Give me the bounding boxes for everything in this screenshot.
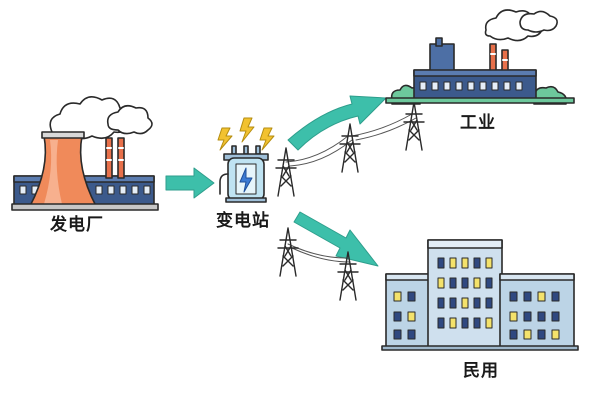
industry-factory [385, 9, 575, 105]
label-substation: 变电站 [216, 211, 270, 231]
label-power-plant: 发电厂 [50, 215, 104, 235]
pylon-icon [277, 227, 299, 277]
substation [217, 117, 275, 203]
label-residential: 民用 [463, 361, 499, 381]
pylon-icon [403, 101, 425, 151]
cloud-icon [49, 96, 153, 140]
label-industry: 工业 [460, 113, 496, 133]
pylon-icon [337, 251, 359, 301]
pylon-icon [339, 123, 361, 173]
arrow-icon [165, 95, 387, 267]
cloud-icon [484, 9, 558, 42]
power-plant [11, 96, 159, 211]
residential-buildings [381, 239, 579, 351]
transformer-icon [219, 145, 269, 203]
lightning-icon [217, 117, 275, 151]
pylon-icon [275, 147, 297, 197]
